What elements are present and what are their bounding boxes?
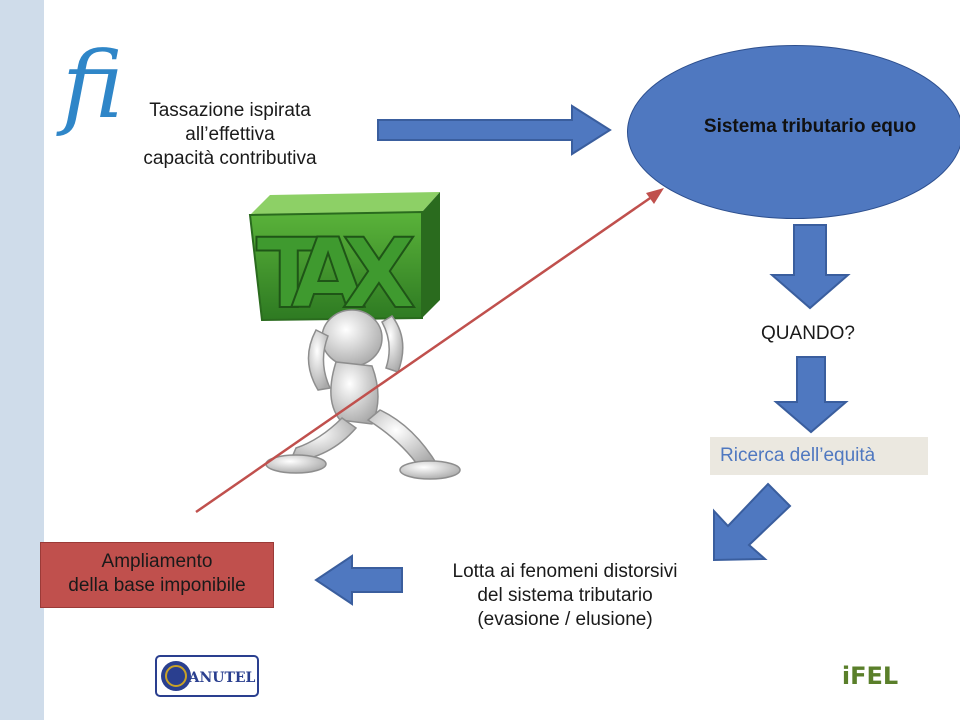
sidebar-strip — [0, 0, 44, 720]
fight-distortions-text: Lotta ai fenomeni distorsivi del sistema… — [400, 560, 730, 632]
tax-illustration: TAX — [248, 192, 461, 480]
when-label: QUANDO? — [761, 323, 855, 344]
arrow-left-icon — [314, 554, 403, 606]
fight-line-1: Lotta ai fenomeni distorsivi — [452, 561, 678, 582]
tax-block-front — [248, 210, 423, 322]
fight-line-3: (evasione / elusione) — [477, 609, 653, 630]
anutel-logo-text: ANUTEL — [188, 670, 256, 686]
broaden-line-2: della base imponibile — [68, 575, 246, 596]
tax-block-side — [422, 192, 440, 318]
fair-tax-system-node: Sistema tributario equo — [627, 45, 960, 219]
taxation-text: Tassazione ispirata all’effettiva capaci… — [100, 99, 360, 171]
ifel-logo-icon: iFEL — [842, 662, 898, 690]
figure-icon — [265, 309, 461, 480]
tax-word: TAX — [256, 218, 416, 330]
ifel-logo-text: iFEL — [842, 662, 898, 690]
fair-tax-system-label: Sistema tributario equo — [703, 116, 917, 137]
arrow-down-icon-2 — [773, 356, 849, 434]
taxation-line-3: capacità contributiva — [143, 148, 317, 169]
fi-logo-icon: fi — [62, 32, 124, 139]
red-diagonal-arrow — [195, 188, 664, 514]
equity-search-box: Ricerca dell’equità — [710, 437, 928, 475]
taxation-line-1: Tassazione ispirata — [149, 100, 311, 121]
fight-line-2: del sistema tributario — [477, 585, 653, 606]
broaden-tax-base-box: Ampliamento della base imponibile — [40, 542, 274, 608]
arrow-right-icon — [377, 104, 612, 156]
arrow-down-left-icon — [713, 482, 792, 562]
broaden-line-1: Ampliamento — [101, 551, 213, 572]
taxation-line-2: all’effettiva — [185, 124, 275, 145]
anutel-logo-icon: ANUTEL — [155, 655, 259, 697]
tax-block-top — [250, 192, 440, 215]
arrow-down-icon-1 — [769, 224, 851, 310]
